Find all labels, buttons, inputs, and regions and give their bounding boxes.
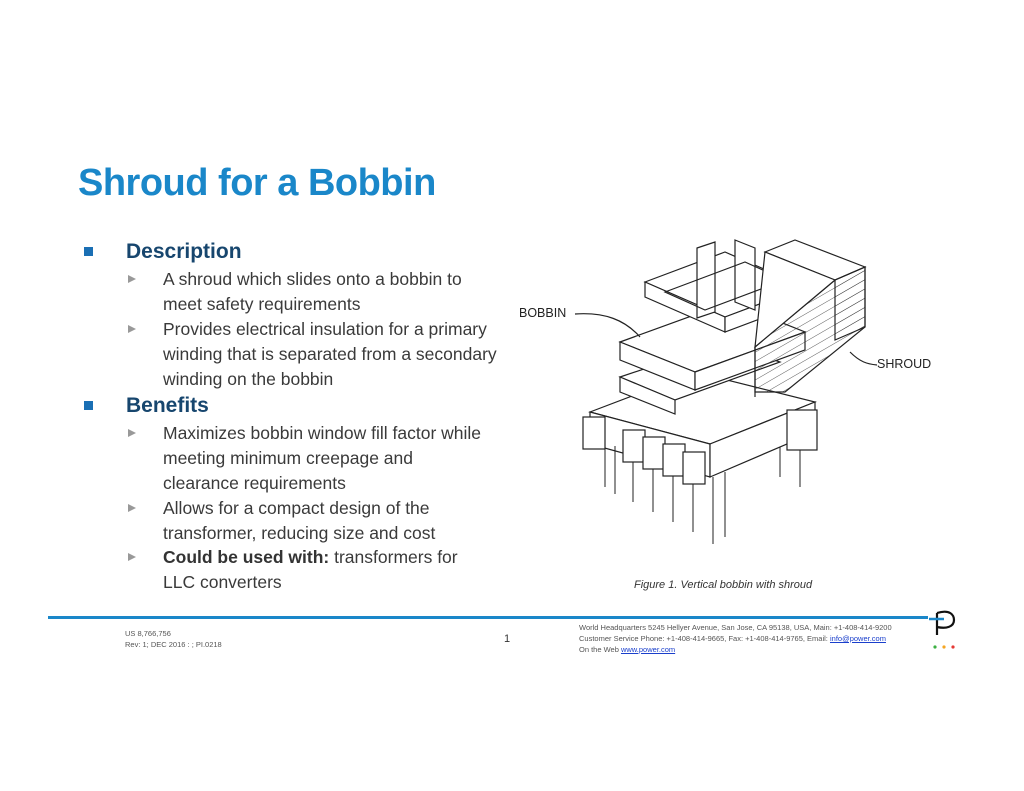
bullet-arrow-icon (128, 553, 136, 561)
label-shroud: SHROUD (877, 357, 931, 371)
label-bobbin: BOBBIN (519, 306, 566, 320)
web-link[interactable]: www.power.com (620, 645, 676, 654)
customer-service: Customer Service Phone: +1-408-414-9665,… (579, 634, 830, 643)
bullet-arrow-icon (128, 275, 136, 283)
bullet-square-icon (84, 401, 93, 410)
patent-number: US 8,766,756 (125, 629, 171, 638)
list-item: Maximizes bobbin window fill factor whil… (128, 421, 493, 496)
item-text: Provides electrical insulation for a pri… (163, 319, 497, 389)
item-text: transformers for LLC converters (163, 547, 458, 592)
figure-caption: Figure 1. Vertical bobbin with shroud (634, 579, 813, 591)
hq-address: World Headquarters 5245 Hellyer Avenue, … (579, 623, 892, 632)
footer-left: US 8,766,756 Rev: 1; DEC 2016 : ; PI.021… (125, 628, 222, 650)
shroud (754, 239, 867, 397)
footer-divider (48, 616, 928, 619)
page-title: Shroud for a Bobbin (78, 162, 436, 204)
list-item: A shroud which slides onto a bobbin to m… (128, 267, 503, 317)
item-text: Maximizes bobbin window fill factor whil… (163, 423, 482, 493)
list-item: Could be used with: transformers for LLC… (128, 545, 493, 595)
bullet-arrow-icon (128, 429, 136, 437)
bullet-square-icon (84, 247, 93, 256)
bobbin-shroud-diagram: BOBBIN SHROUD (519, 239, 931, 544)
item-text: Allows for a compact design of the trans… (163, 498, 436, 543)
item-bold: Could be used with: (163, 547, 330, 567)
bobbin-base (582, 371, 818, 544)
list-item: Provides electrical insulation for a pri… (128, 317, 503, 392)
revision: Rev: 1; DEC 2016 : ; PI.0218 (125, 640, 222, 649)
web-label: On the Web (579, 645, 621, 654)
bullet-arrow-icon (128, 325, 136, 333)
section-heading: Description (126, 240, 242, 263)
section-heading: Benefits (126, 394, 209, 417)
bullet-arrow-icon (128, 504, 136, 512)
page-number: 1 (504, 633, 511, 645)
email-link[interactable]: info@power.com (829, 634, 886, 643)
footer-contact: World Headquarters 5245 Hellyer Avenue, … (579, 622, 892, 655)
item-text: A shroud which slides onto a bobbin to m… (163, 269, 462, 314)
list-item: Allows for a compact design of the trans… (128, 496, 473, 546)
power-integrations-logo (929, 610, 956, 649)
